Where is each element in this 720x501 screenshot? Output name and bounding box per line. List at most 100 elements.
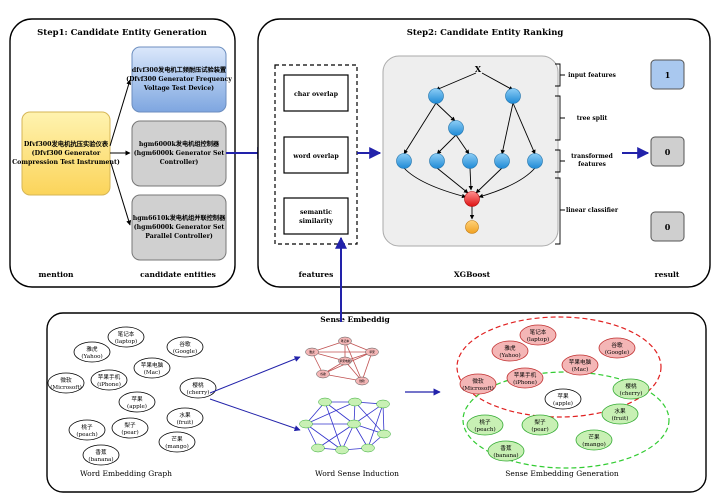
induction-node-label: 微软	[359, 379, 365, 383]
word-zh: 梨子	[124, 421, 136, 429]
xgboost-box	[382, 55, 559, 247]
word-node: 雅虎(Yahoo)	[73, 341, 111, 363]
word-en: (iPhone)	[513, 379, 537, 386]
candidates-label: candidate entities	[140, 270, 216, 279]
mention-label: mention	[39, 270, 74, 279]
induction-node-label: 雅虎	[309, 350, 315, 354]
word-en: (apple)	[553, 400, 573, 407]
word-en: (Google)	[173, 348, 197, 355]
step1-panel: Step1: Candidate Entity Generation Dfvf3…	[9, 18, 236, 288]
induction-node-label: 苹果	[369, 350, 375, 354]
induction-node-label: 谷歌	[320, 372, 326, 376]
candidate-box-3	[131, 194, 227, 261]
tree-node	[448, 120, 464, 136]
mention-line-3: Compression Test Instrument)	[12, 159, 120, 166]
word-zh: 香蕉	[95, 448, 107, 456]
result-label: result	[655, 270, 680, 279]
induction-edge	[317, 423, 355, 449]
shared-sense-node-apple: 苹果(apple)	[544, 388, 582, 410]
word-zh: 樱桃	[625, 382, 637, 390]
mention-line-2: (Dfvf300 Generator	[32, 150, 101, 157]
candidate-2-line-3: Controller)	[160, 159, 199, 166]
candidate-box-1	[131, 46, 227, 113]
word-en: (Microsoft)	[50, 384, 82, 391]
brackets	[555, 63, 565, 245]
green-sense-node: 香蕉(banana)	[487, 440, 525, 462]
bracket-transformed-features-line-2: features	[578, 161, 606, 168]
linear-classifier-node	[464, 191, 480, 207]
bracket-transformed-features-line-1: transformed	[571, 153, 613, 160]
word-en: (pear)	[531, 426, 548, 433]
word-node: 香蕉(banana)	[82, 444, 120, 466]
candidate-3-line-2: (hgm6000k Generator Set	[134, 224, 225, 231]
word-zh: 苹果电脑	[141, 361, 164, 369]
word-zh: 笔记本	[530, 328, 547, 336]
tree-leaf	[494, 153, 510, 169]
green-sense-node: 桃子(peach)	[466, 414, 504, 436]
result-box-1	[650, 59, 685, 90]
bracket-input-features: input features	[568, 72, 616, 79]
induction-edge	[324, 401, 343, 451]
induction-node	[316, 369, 330, 379]
features-label: features	[299, 270, 334, 279]
word-node: 微软(Microsoft)	[47, 372, 85, 394]
features-container	[274, 64, 358, 245]
word-zh: 谷歌	[611, 341, 623, 349]
induction-node-label: 苹果电脑	[339, 359, 350, 363]
word-zh: 苹果手机	[98, 373, 121, 381]
induction-edge	[305, 423, 343, 451]
word-zh: 桃子	[81, 423, 93, 431]
step2-title: Step2: Candidate Entity Ranking	[407, 28, 564, 38]
word-node: 樱桃(cherry)	[179, 377, 217, 399]
induction-label: Word Sense Induction	[315, 469, 399, 478]
red-sense-node: 苹果手机(iPhone)	[506, 367, 544, 389]
word-en: (Yahoo)	[81, 353, 102, 360]
word-node: 笔记本(laptop)	[107, 326, 145, 348]
word-en: (laptop)	[115, 338, 137, 345]
red-sense-node: 笔记本(laptop)	[519, 324, 557, 346]
tree-leaf	[462, 153, 478, 169]
word-zh: 雅虎	[504, 344, 516, 352]
feature-char-overlap: char overlap	[294, 91, 339, 98]
tree-edges	[403, 72, 536, 220]
feature-box-semantic-similarity	[283, 197, 349, 235]
induction-node	[361, 443, 375, 453]
output-node	[465, 220, 479, 234]
arrow-to-induction-bottom	[209, 398, 301, 432]
word-node: 苹果电脑(Mac)	[133, 357, 171, 379]
feature-semantic-similarity-line-2: similarity	[299, 218, 333, 225]
generation-label: Sense Embedding Generation	[505, 469, 619, 478]
induction-node	[355, 376, 369, 386]
xgboost-label: XGBoost	[454, 270, 491, 279]
tree-node	[428, 88, 444, 104]
induction-node	[338, 336, 352, 346]
induction-edge	[344, 340, 363, 382]
word-en: (Google)	[605, 349, 629, 356]
candidate-3-line-1: hgm6610k发电机组并联控制器	[133, 214, 226, 222]
tree-leaf	[527, 153, 543, 169]
bracket-tree-split: tree split	[577, 115, 608, 122]
induction-edge	[361, 351, 373, 382]
word-en: (Mac)	[144, 369, 161, 376]
green-sense-node: 梨子(pear)	[521, 414, 559, 436]
red-sense-node: 雅虎(Yahoo)	[491, 340, 529, 362]
green-sense-node: 水果(fruit)	[601, 403, 639, 425]
sense-title: Sense Embeddig	[320, 315, 390, 324]
word-en: (mango)	[582, 441, 606, 448]
word-node: 谷歌(Google)	[166, 336, 204, 358]
word-node: 芒果(mango)	[158, 431, 196, 453]
candidate-2-line-1: hgm6000k发电机组控制器	[139, 140, 220, 148]
feature-box-word-overlap	[283, 136, 349, 174]
induction-edge	[305, 401, 356, 425]
mention-line-1: Dfvf300发电机抗压实验仪表	[24, 139, 109, 148]
word-node: 水果(fruit)	[166, 407, 204, 429]
arrow-to-induction-top	[209, 356, 301, 394]
result-box-2	[650, 136, 685, 167]
induction-node	[376, 399, 390, 409]
sense-embedding-nodes: 笔记本(laptop)雅虎(Yahoo)苹果电脑(Mac)谷歌(Google)微…	[459, 324, 650, 462]
word-zh: 苹果手机	[514, 371, 537, 379]
word-en: (fruit)	[177, 419, 194, 426]
word-zh: 苹果电脑	[569, 358, 592, 366]
word-en: (peach)	[76, 431, 97, 438]
